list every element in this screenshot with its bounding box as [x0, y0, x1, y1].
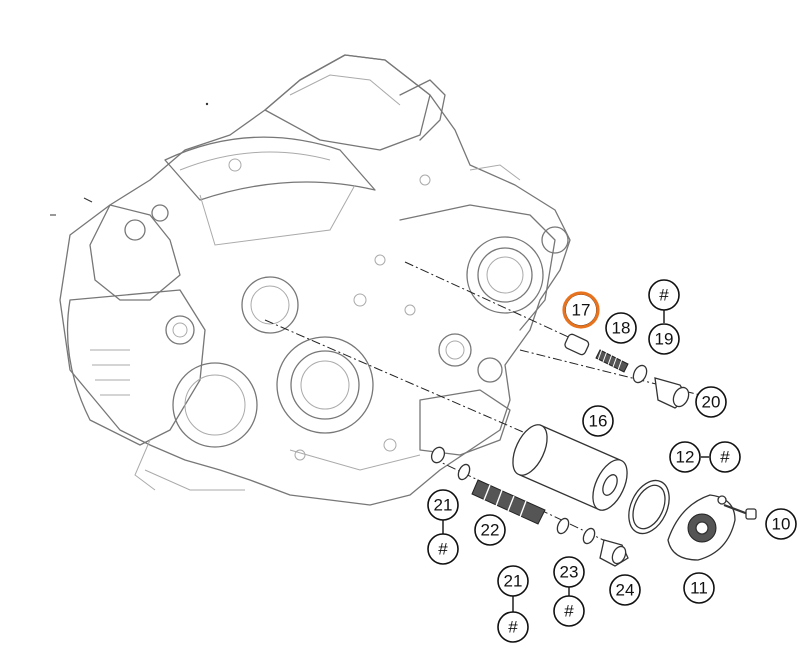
callout-24[interactable]: 24: [609, 574, 641, 606]
callout-label: 19: [655, 330, 674, 349]
callout-label: 20: [702, 393, 721, 412]
part-20-plug: [654, 377, 690, 409]
part-16-oil-filter: [512, 424, 628, 511]
engine-crankcase: [59, 54, 571, 506]
callout-label: #: [508, 618, 518, 637]
callout-21-upper-hash[interactable]: #: [427, 533, 459, 565]
callout-label: 11: [690, 579, 708, 598]
part-24-plug: [599, 539, 629, 567]
callout-label: 23: [560, 563, 579, 582]
callout-11[interactable]: 11: [683, 572, 715, 604]
part-17-bushing: [564, 333, 590, 356]
part-23-o-ring: [582, 527, 596, 545]
callout-label: 12: [676, 448, 695, 467]
callout-10[interactable]: 10: [765, 508, 797, 540]
callout-12-hash[interactable]: #: [709, 441, 741, 473]
part-22-oil-screen: [471, 479, 546, 525]
callout-label: 21: [434, 496, 453, 515]
callout-label: 16: [589, 412, 608, 431]
callout-label: 17: [572, 301, 591, 320]
callout-label: 24: [616, 581, 635, 600]
callout-21-lower-hash[interactable]: #: [497, 611, 529, 643]
callout-22[interactable]: 22: [474, 514, 506, 546]
stray-mark: [83, 197, 93, 203]
callout-label: #: [564, 602, 574, 621]
part-10-screw: [723, 503, 757, 520]
callout-12[interactable]: 12: [669, 441, 701, 473]
callout-18[interactable]: 18: [605, 312, 637, 344]
callout-label: 21: [504, 572, 523, 591]
callout-19-hash[interactable]: #: [648, 279, 680, 311]
part-21-o-ring-upper: [457, 463, 471, 481]
part-21-o-ring-lower: [556, 517, 570, 535]
callout-20[interactable]: 20: [695, 386, 727, 418]
callout-label: #: [438, 540, 448, 559]
callout-label: 22: [481, 521, 500, 540]
callout-label: #: [720, 448, 730, 467]
callout-23-hash[interactable]: #: [553, 595, 585, 627]
part-11-filter-cover: [667, 494, 736, 561]
stray-mark: [205, 102, 209, 106]
callout-19[interactable]: 19: [648, 323, 680, 355]
callout-21-lower[interactable]: 21: [497, 565, 529, 597]
part-18-spring: [595, 348, 629, 373]
callout-label: #: [659, 286, 669, 305]
callout-16[interactable]: 16: [582, 405, 614, 437]
callout-label: 18: [612, 319, 631, 338]
callout-label: 10: [772, 515, 791, 534]
part-19-o-ring: [632, 364, 648, 384]
callout-23[interactable]: 23: [553, 556, 585, 588]
part-gasket-ring: [628, 479, 670, 535]
callout-17[interactable]: 17: [562, 291, 600, 329]
part-engine-inlet-boss: [430, 446, 446, 464]
callout-21-upper[interactable]: 21: [427, 489, 459, 521]
